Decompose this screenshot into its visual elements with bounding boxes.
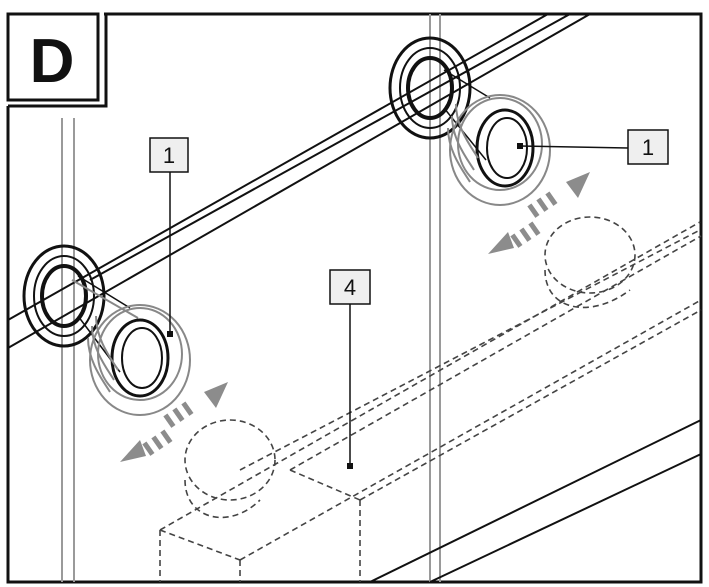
callout-left-fitting: 1: [149, 137, 189, 173]
callout-right-fitting: 1: [627, 129, 669, 165]
right-fitting: [388, 36, 551, 206]
callout-label: 1: [163, 143, 175, 168]
callout-label: 1: [642, 135, 654, 160]
lower-rail: [369, 419, 702, 583]
adjust-arrows-icon: [488, 172, 590, 254]
vertical-pipes: [61, 14, 441, 582]
callout-mixer-body: 4: [329, 269, 371, 305]
callout-label: 4: [344, 275, 356, 300]
step-label: D: [30, 27, 75, 96]
diagram-frame: [6, 12, 703, 584]
step-label-box: [6, 12, 100, 102]
mixer-body-outline: [159, 216, 702, 582]
left-fitting: [22, 244, 191, 416]
leader-lines: [167, 143, 629, 469]
adjust-arrows-icon: [120, 382, 228, 462]
